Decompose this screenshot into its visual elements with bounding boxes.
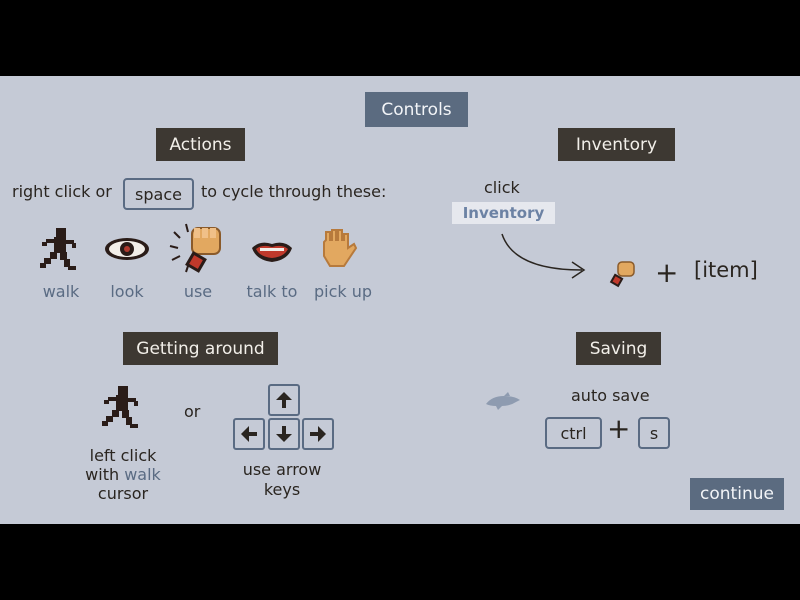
- item-placeholder-label: [item]: [694, 258, 758, 282]
- curved-arrow-icon: [501, 233, 586, 279]
- space-key: space: [123, 178, 194, 210]
- verb-label-pick-up: pick up: [313, 282, 373, 301]
- page-title: Controls: [365, 92, 468, 127]
- arrow-left-key: [233, 418, 265, 450]
- arrow-right-icon: [310, 426, 326, 442]
- inventory-header: Inventory: [558, 128, 675, 161]
- arrow-keys-line-2: keys: [263, 480, 301, 499]
- dolphin-icon: [486, 392, 520, 410]
- save-plus-sign: +: [607, 412, 631, 445]
- actions-header: Actions: [156, 128, 245, 161]
- verb-label-talk-to: talk to: [246, 282, 298, 301]
- arrow-right-key: [302, 418, 334, 450]
- arrow-up-key: [268, 384, 300, 416]
- inventory-click-label: click: [484, 178, 520, 197]
- eye-icon: [105, 238, 149, 260]
- inventory-plus-sign: +: [655, 256, 679, 289]
- or-label: or: [184, 402, 201, 421]
- auto-save-label: auto save: [571, 386, 650, 405]
- left-click-line-3: cursor: [97, 484, 149, 503]
- pickup-hand-icon: [323, 229, 358, 267]
- verb-label-walk: walk: [42, 282, 80, 301]
- use-hand-icon: [169, 223, 221, 273]
- getting-around-header: Getting around: [123, 332, 278, 365]
- arrow-down-key: [268, 418, 300, 450]
- arrow-up-icon: [276, 392, 292, 408]
- walk-cursor-icon: [102, 386, 138, 428]
- arrow-keys-instruction: use arrow keys: [232, 460, 332, 500]
- verb-label-use: use: [183, 282, 213, 301]
- s-key: s: [638, 417, 670, 449]
- mouth-icon: [252, 242, 292, 262]
- arrow-keys-line-1: use arrow: [242, 460, 322, 479]
- small-hand-icon: [609, 261, 635, 288]
- saving-header: Saving: [576, 332, 661, 365]
- inventory-word-highlight: Inventory: [452, 202, 555, 224]
- left-click-line-2: with walk: [70, 465, 176, 484]
- cycle-instruction-suffix: to cycle through these:: [201, 182, 387, 201]
- left-click-instruction: left click with walk cursor: [70, 446, 176, 503]
- left-click-walk-word: walk: [124, 465, 161, 484]
- left-click-line-1: left click: [89, 446, 157, 465]
- arrow-left-icon: [241, 426, 257, 442]
- verb-label-look: look: [110, 282, 144, 301]
- arrow-down-icon: [276, 426, 292, 442]
- continue-button[interactable]: continue: [690, 478, 784, 510]
- controls-screen: Controls Actions Inventory right click o…: [0, 76, 800, 524]
- left-click-with: with: [85, 465, 120, 484]
- walk-figure-icon: [40, 228, 76, 270]
- ctrl-key: ctrl: [545, 417, 602, 449]
- cycle-instruction-prefix: right click or: [12, 182, 112, 201]
